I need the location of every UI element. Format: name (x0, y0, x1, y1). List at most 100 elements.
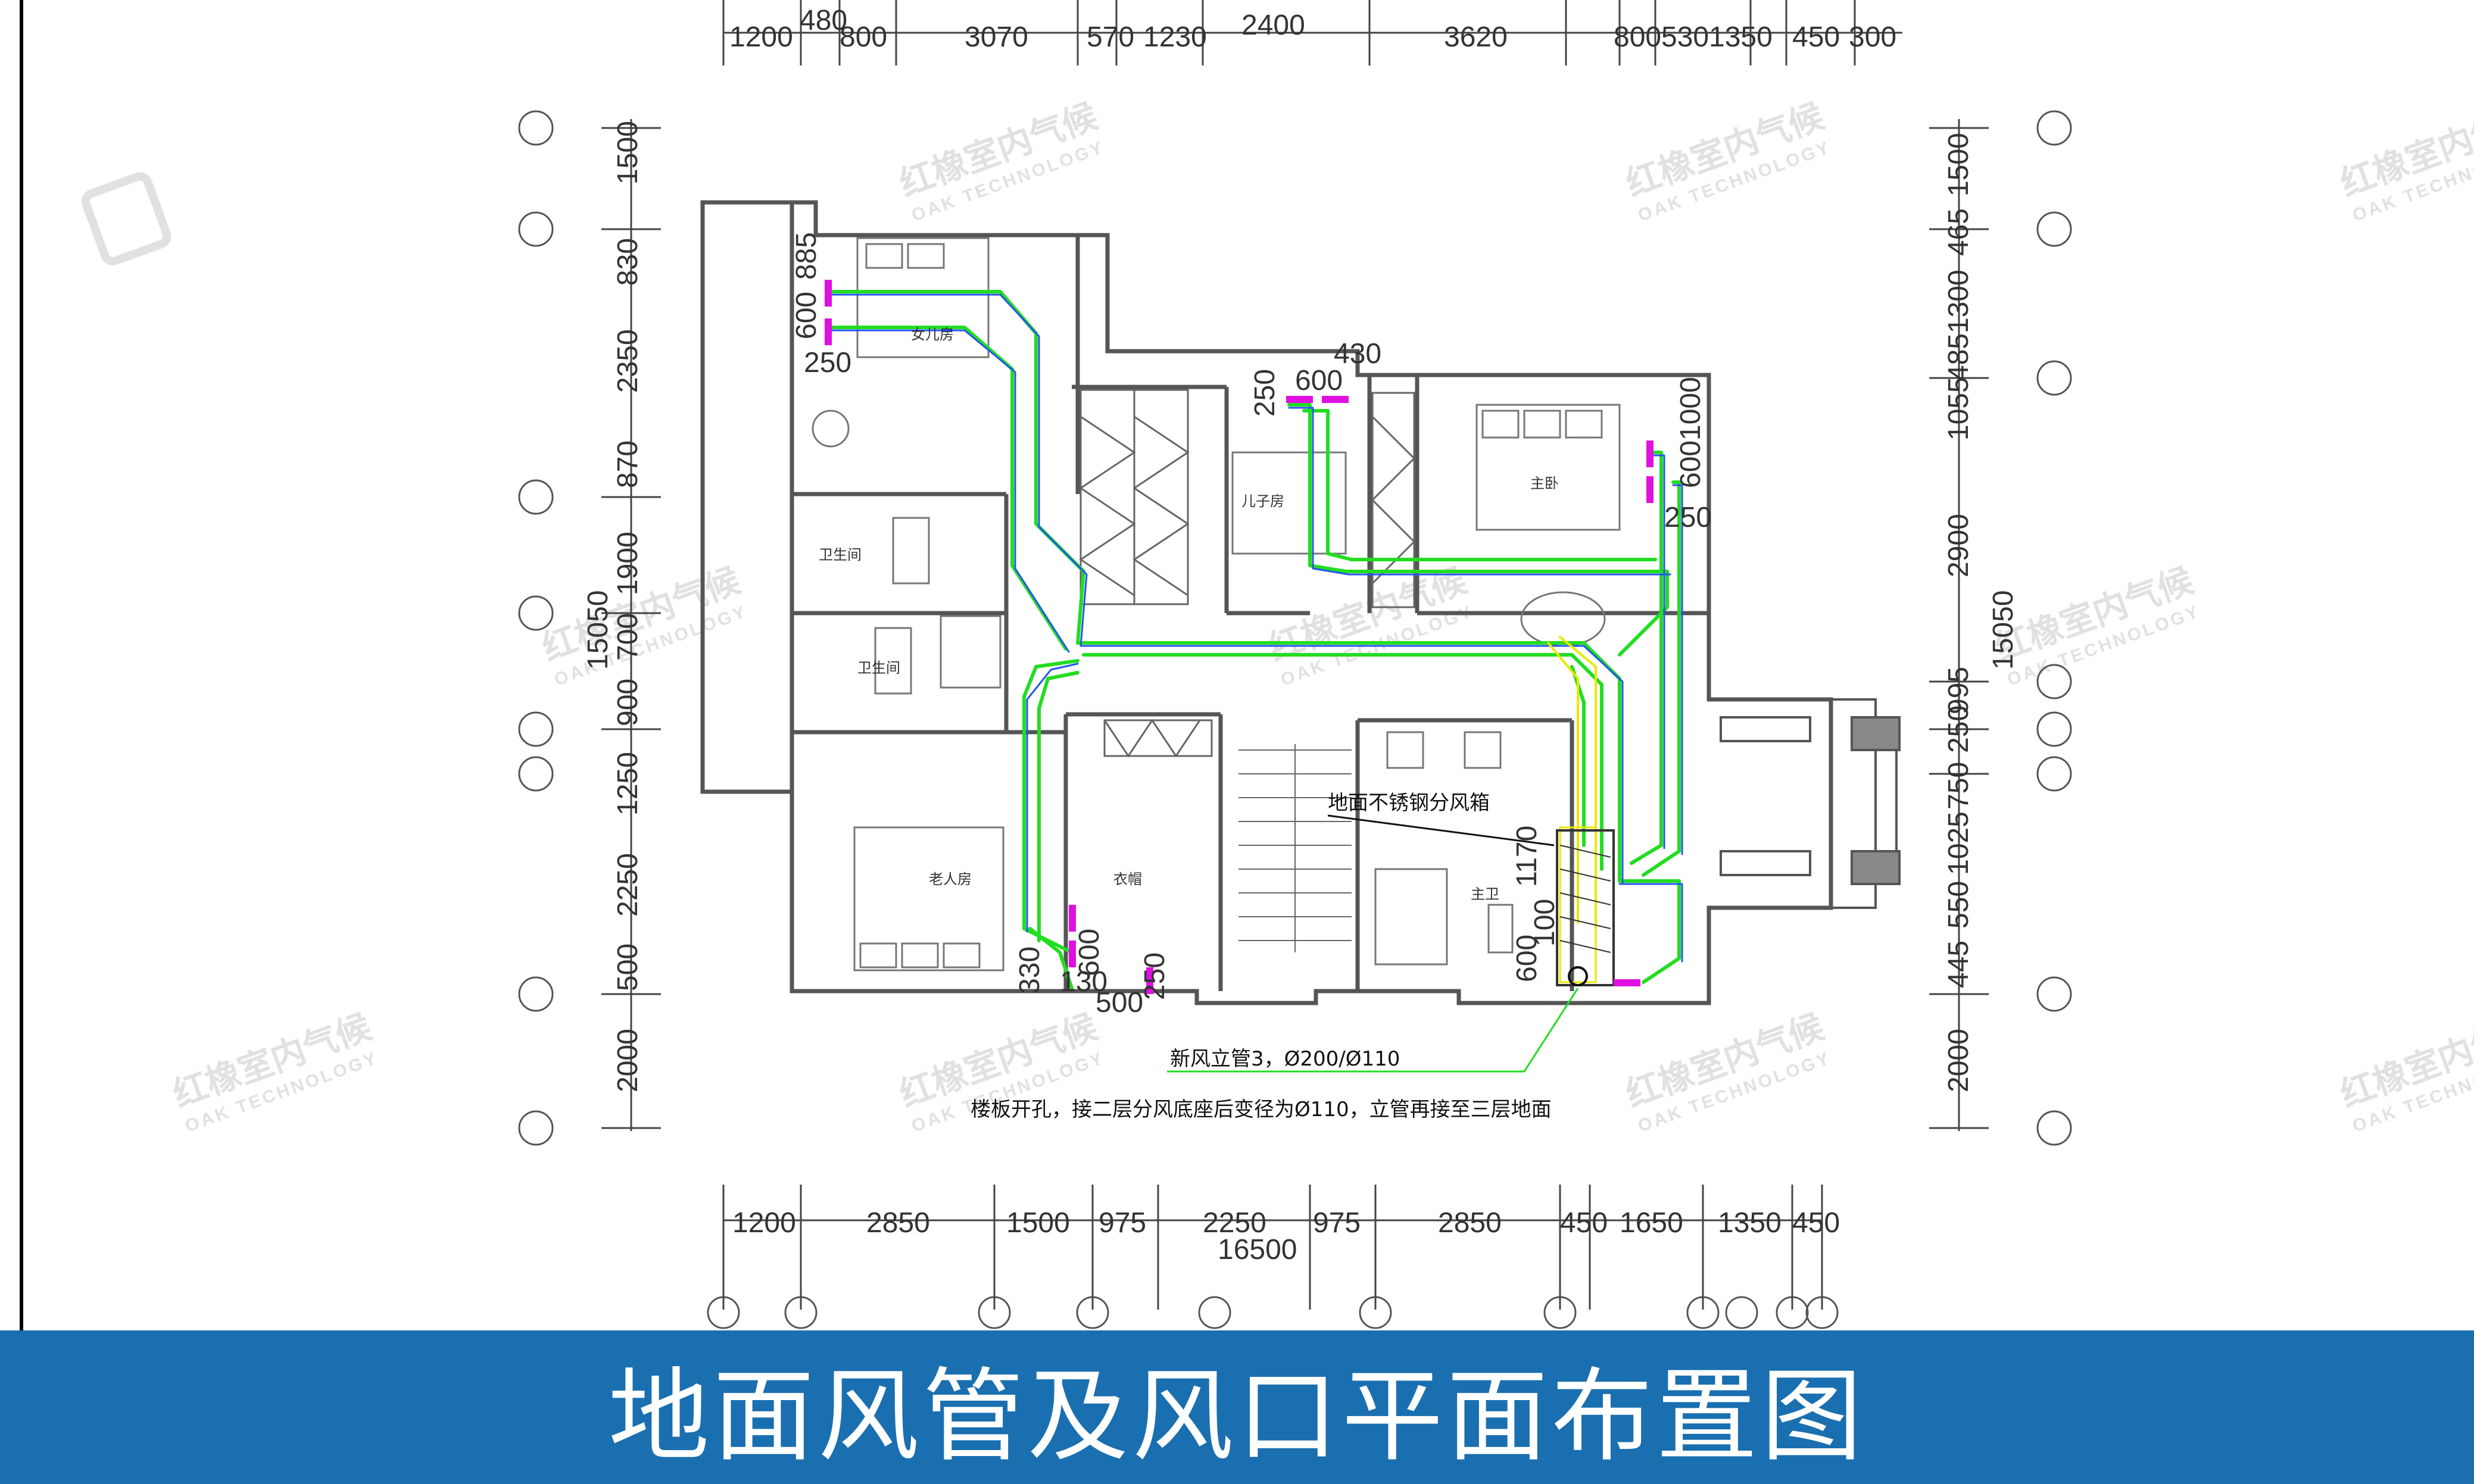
dim-right: 465 (1943, 208, 1974, 256)
dim-left: 830 (612, 238, 644, 286)
dim-bottom: 450 (1560, 1207, 1608, 1239)
outlet-label: 130 (1060, 966, 1107, 998)
dim-left: 900 (612, 679, 644, 726)
dim-top: 450 (1792, 21, 1840, 53)
dimension-top (722, 0, 1902, 65)
outlet-label: 600 (1511, 935, 1543, 982)
dim-bottom: 975 (1313, 1207, 1361, 1239)
grid-axes-right (2036, 110, 2072, 1146)
room-master-bath: 主卫 (1471, 886, 1499, 902)
dim-top: 1230 (1143, 21, 1207, 53)
dim-bottom: 2850 (1438, 1207, 1502, 1239)
outlet-label: 1000 (1675, 377, 1706, 440)
room-bath2: 卫生间 (857, 660, 900, 676)
dim-left: 700 (612, 613, 644, 661)
dim-left-total: 15050 (582, 591, 614, 670)
dimension-right (1929, 119, 1989, 1131)
dimension-bottom (722, 1185, 1823, 1310)
room-master: 主卧 (1530, 475, 1559, 492)
dim-bottom: 975 (1099, 1207, 1146, 1239)
dim-right: 445 (1943, 941, 1974, 988)
dim-left: 500 (612, 943, 644, 991)
dim-bottom: 2850 (866, 1207, 930, 1239)
dim-right: 1025 (1943, 811, 1974, 875)
staircase (1238, 744, 1352, 952)
outlet-label: 1170 (1511, 826, 1543, 887)
outlet-label: 330 (1014, 946, 1046, 994)
dim-left: 1900 (612, 532, 644, 595)
dim-bottom: 1350 (1718, 1207, 1782, 1239)
dim-right: 1300 (1943, 270, 1974, 333)
dim-right: 1055 (1943, 377, 1974, 440)
dim-left: 2250 (612, 853, 644, 917)
outlet-label: 600 (1675, 440, 1706, 488)
floor-plan-drawing: 红橡室内气候 OAK TECHNOLOGY 红橡室内气候 OAK TECHNOL… (20, 0, 2474, 1330)
dim-top: 530 (1661, 21, 1709, 53)
outlet-label: 600 (1295, 365, 1343, 396)
dim-bottom: 450 (1792, 1207, 1840, 1239)
dim-top: 3620 (1444, 21, 1508, 53)
dim-top: 570 (1087, 21, 1134, 53)
outlet-label: 250 (1664, 502, 1712, 533)
dim-right: 550 (1943, 881, 1974, 929)
room-elder: 老人房 (929, 871, 972, 888)
dim-top: 1350 (1709, 21, 1773, 53)
dim-top: 1200 (729, 21, 793, 53)
dim-right: 750 (1943, 762, 1974, 810)
outlet-label: 600 (791, 292, 822, 339)
duct-network (829, 290, 1683, 990)
building-walls (700, 200, 1833, 1005)
leader-lines (1167, 988, 1579, 1073)
dim-right: 485 (1943, 333, 1974, 381)
wardrobes (1079, 389, 1416, 758)
room-cloak: 衣帽 (1113, 871, 1142, 888)
dim-top: 2400 (1241, 10, 1305, 41)
dim-bottom: 1650 (1620, 1207, 1683, 1239)
annotation-box: 地面不锈钢分风箱 (1328, 791, 1490, 815)
dimension-left (601, 119, 661, 1131)
outlet-label: 100 (1529, 899, 1561, 946)
dim-left: 2000 (612, 1029, 644, 1092)
room-bath1: 卫生间 (819, 546, 862, 563)
box-leader (1327, 814, 1555, 846)
outlet-label: 430 (1334, 338, 1381, 370)
dim-bottom: 2250 (1203, 1207, 1266, 1239)
distribution-box (1556, 829, 1615, 986)
dim-top: 3070 (965, 21, 1028, 53)
dim-bottom: 1500 (1006, 1207, 1070, 1239)
grid-axes-left (518, 110, 554, 1146)
outlet-label: 250 (1139, 952, 1171, 1000)
page-title: 地面风管及风口平面布置图 (608, 1358, 1866, 1476)
dim-bottom: 1200 (732, 1207, 796, 1239)
dim-right: 995 (1943, 667, 1974, 714)
dim-left: 1500 (612, 121, 644, 185)
dim-top: 300 (1849, 21, 1896, 53)
dim-left: 2350 (612, 329, 644, 393)
air-outlets (825, 280, 1654, 994)
right-balcony (1720, 698, 1901, 909)
furniture (812, 237, 1621, 971)
watermark-layer: 红橡室内气候 OAK TECHNOLOGY 红橡室内气候 OAK TECHNOL… (81, 95, 2474, 1136)
dim-top: 800 (840, 21, 887, 53)
outlet-label: 250 (804, 347, 851, 379)
room-son: 儿子房 (1241, 493, 1284, 510)
dim-top: 800 (1614, 21, 1661, 53)
title-banner: 地面风管及风口平面布置图 (0, 1330, 2474, 1484)
grid-axes-bottom (707, 1296, 1839, 1329)
annotation-floor-note: 楼板开孔，接二层分风底座后变径为Ø110，立管再接至三层地面 (971, 1098, 1552, 1121)
dim-right: 2000 (1943, 1029, 1974, 1092)
dim-left: 1250 (612, 752, 644, 816)
dim-right: 1500 (1943, 133, 1974, 196)
dim-right-total: 15050 (1988, 591, 2019, 670)
room-daughter: 女儿房 (911, 326, 954, 343)
annotation-riser: 新风立管3，Ø200/Ø110 (1170, 1047, 1400, 1071)
outlet-label: 250 (1249, 369, 1281, 417)
outlet-label: 600 (1074, 929, 1105, 976)
dim-left: 870 (612, 440, 644, 488)
dim-right: 2900 (1943, 514, 1974, 577)
dim-bottom-total: 16500 (1218, 1234, 1297, 1266)
outlet-label: 500 (1096, 987, 1143, 1019)
dim-top: 480 (800, 5, 847, 36)
outlet-label: 885 (791, 232, 822, 280)
dim-right: 250 (1943, 705, 1974, 753)
